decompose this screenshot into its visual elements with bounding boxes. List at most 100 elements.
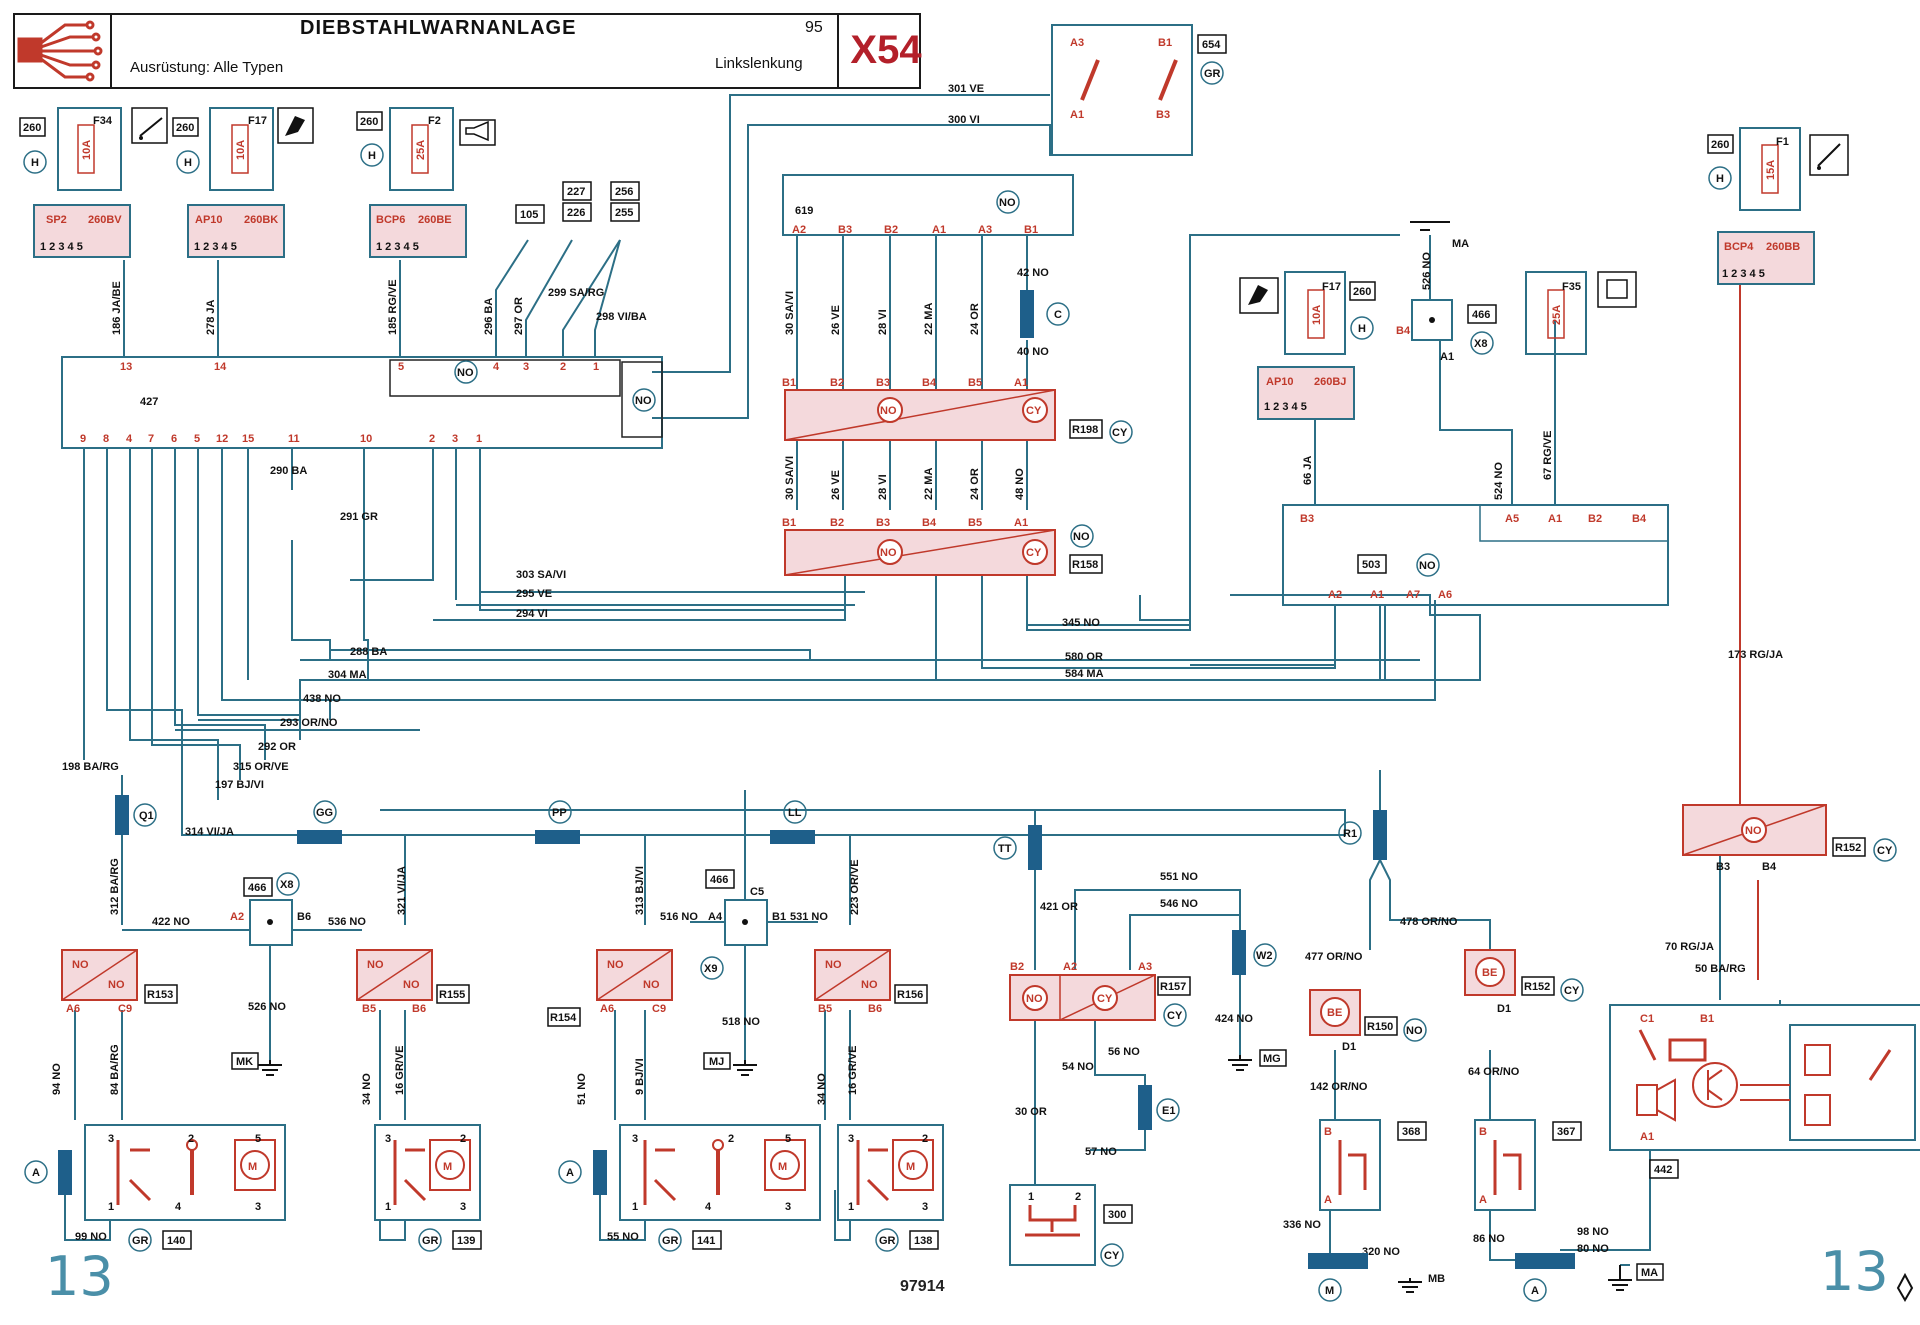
svg-text:B6: B6 (412, 1003, 426, 1015)
svg-text:MK: MK (236, 1056, 253, 1068)
svg-text:80 NO: 80 NO (1577, 1243, 1609, 1255)
svg-text:336 NO: 336 NO (1283, 1219, 1321, 1231)
svg-text:GR: GR (662, 1235, 679, 1247)
svg-text:NO: NO (643, 979, 660, 991)
svg-text:50 BA/RG: 50 BA/RG (1695, 963, 1746, 975)
svg-text:1: 1 (848, 1201, 854, 1213)
svg-text:A1: A1 (1548, 513, 1562, 525)
svg-text:28 VI: 28 VI (877, 309, 889, 335)
svg-text:B1: B1 (1158, 37, 1172, 49)
switch-368: BA 368 (1319, 1119, 1427, 1211)
svg-text:A3: A3 (1070, 37, 1084, 49)
svg-text:W2: W2 (1256, 950, 1273, 962)
ref-105: 105 (520, 209, 538, 221)
svg-text:584 MA: 584 MA (1065, 668, 1104, 680)
svg-text:70 RG/JA: 70 RG/JA (1665, 941, 1714, 953)
relay-r152-right-label: R152 (1835, 842, 1861, 854)
svg-text:B4: B4 (922, 517, 937, 529)
svg-text:C: C (1054, 309, 1062, 321)
svg-text:4: 4 (175, 1201, 182, 1213)
fuse-f35-rating: 25A (1551, 305, 1563, 325)
svg-text:GR: GR (132, 1235, 149, 1247)
svg-text:D1: D1 (1342, 1041, 1356, 1053)
svg-text:B3: B3 (876, 517, 890, 529)
svg-text:301 VE: 301 VE (948, 83, 984, 95)
relay-r198-label: R198 (1072, 424, 1098, 436)
svg-text:A6: A6 (66, 1003, 80, 1015)
svg-text:A: A (32, 1167, 40, 1179)
module-466-x8-label: 466 (248, 882, 266, 894)
svg-text:2: 2 (1075, 1191, 1081, 1203)
svg-text:A1: A1 (1014, 517, 1028, 529)
fuse-f34-name: F34 (93, 115, 113, 127)
svg-text:A2: A2 (230, 911, 244, 923)
wire-harness (64, 94, 1781, 1266)
svg-text:11: 11 (288, 433, 300, 445)
connector-ap10-right: AP10 (1266, 376, 1294, 388)
svg-text:48 NO: 48 NO (1014, 468, 1026, 500)
svg-text:304 MA: 304 MA (328, 669, 367, 681)
svg-text:186 JA/BE: 186 JA/BE (111, 281, 123, 335)
svg-text:297 OR: 297 OR (513, 297, 525, 335)
svg-text:12: 12 (216, 433, 228, 445)
svg-text:26 VE: 26 VE (830, 305, 842, 335)
svg-text:5: 5 (255, 1133, 261, 1145)
document-number: 97914 (900, 1278, 945, 1295)
svg-text:NO: NO (880, 547, 897, 559)
page-number-right: 13 (1820, 1240, 1889, 1303)
svg-text:315 OR/VE: 315 OR/VE (233, 761, 289, 773)
svg-text:24 OR: 24 OR (969, 468, 981, 500)
fuse-f34-rating: 10A (81, 140, 93, 160)
svg-text:288 BA: 288 BA (350, 646, 387, 658)
svg-text:2: 2 (922, 1133, 928, 1145)
svg-text:M: M (248, 1161, 257, 1173)
svg-text:66 JA: 66 JA (1302, 456, 1314, 485)
diode-r150: BE D1 R150 NO (1309, 989, 1427, 1053)
svg-text:B1: B1 (772, 911, 786, 923)
svg-text:A2: A2 (1063, 961, 1077, 973)
relay-r153-label: R153 (147, 989, 173, 1001)
svg-text:M: M (443, 1161, 452, 1173)
relay-r154-label: R154 (550, 1012, 577, 1024)
diode-r152-label: R152 (1524, 981, 1550, 993)
switch-300-label: 300 (1108, 1209, 1126, 1221)
svg-text:A1: A1 (1070, 109, 1084, 121)
svg-text:MG: MG (1263, 1053, 1281, 1065)
renault-logo-icon (1896, 1272, 1914, 1302)
svg-text:NO: NO (607, 959, 624, 971)
svg-text:B4: B4 (1632, 513, 1647, 525)
relay-r157-label: R157 (1160, 981, 1186, 993)
svg-text:3: 3 (385, 1133, 391, 1145)
svg-text:5: 5 (194, 433, 200, 445)
svg-text:34 NO: 34 NO (361, 1073, 373, 1105)
svg-text:1: 1 (108, 1201, 114, 1213)
svg-text:MJ: MJ (709, 1056, 724, 1068)
svg-text:Q1: Q1 (139, 810, 154, 822)
svg-text:14: 14 (214, 361, 227, 373)
svg-text:NO: NO (635, 395, 652, 407)
title-block: DIEBSTAHLWARNANLAGE 95 Ausrüstung: Alle … (13, 13, 922, 89)
svg-text:296 BA: 296 BA (483, 298, 495, 335)
svg-text:3: 3 (785, 1201, 791, 1213)
svg-text:312 BA/RG: 312 BA/RG (109, 858, 121, 915)
relay-r158-label: R158 (1072, 559, 1098, 571)
wiring-logo-icon (17, 15, 112, 87)
switch-654-label: 654 (1202, 39, 1221, 51)
svg-text:55 NO: 55 NO (607, 1231, 639, 1243)
fuse-f2: 260 H F2 25A BCP6 260BE 1 2 3 4 5 (356, 107, 496, 258)
svg-text:3: 3 (922, 1201, 928, 1213)
svg-text:NO: NO (1026, 993, 1043, 1005)
svg-text:A: A (1531, 1285, 1539, 1297)
svg-text:B1: B1 (782, 517, 796, 529)
svg-text:1: 1 (593, 361, 599, 373)
svg-text:B2: B2 (1588, 513, 1602, 525)
svg-text:CY: CY (1026, 405, 1042, 417)
svg-text:C5: C5 (750, 886, 764, 898)
fuse-f17-right-zone: 260 (1353, 286, 1371, 298)
svg-text:1: 1 (1028, 1191, 1034, 1203)
fuse-f1: 260 H F1 15A BCP4 260BB 1 2 3 4 5 (1707, 127, 1849, 285)
svg-text:E1: E1 (1162, 1105, 1175, 1117)
